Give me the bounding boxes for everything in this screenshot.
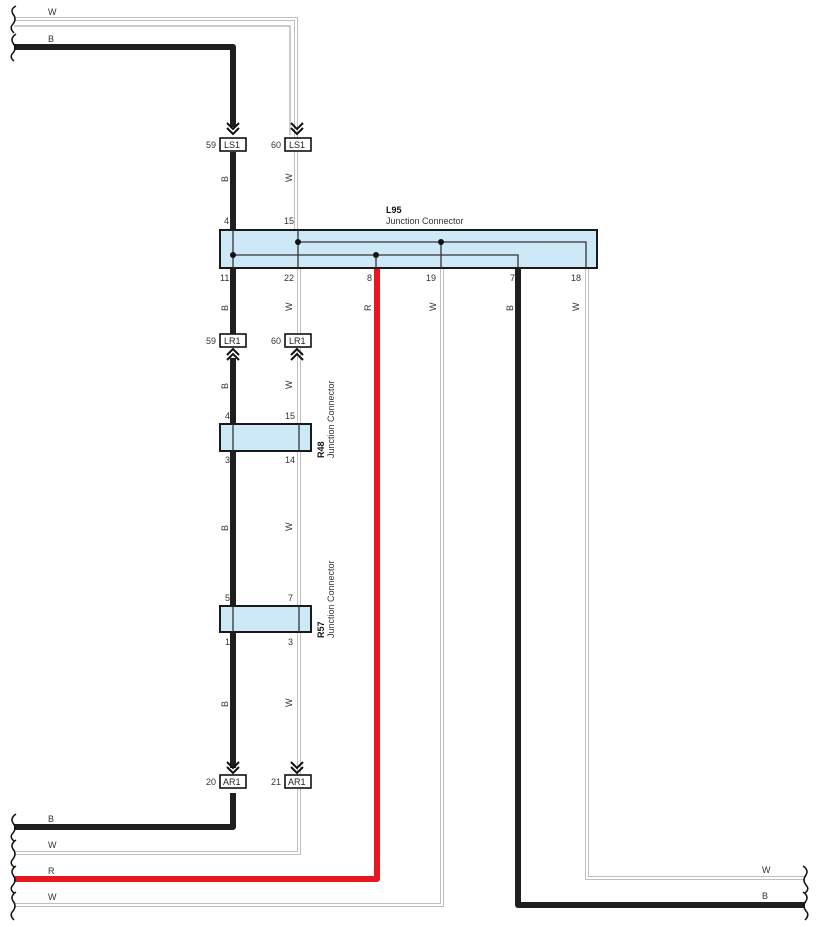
label-ls-b: B [220, 176, 230, 182]
label-l95-7: B [505, 305, 515, 311]
wire-black-pin7 [515, 268, 805, 908]
label-mid-b: B [220, 525, 230, 531]
wire-top-white [14, 17, 298, 230]
ls1-59-name: LS1 [224, 140, 240, 150]
label-l95-11: B [220, 305, 230, 311]
lr1-60-pin: 60 [271, 336, 281, 346]
l95-pin-11: 11 [220, 273, 229, 283]
l95-pin-4: 4 [224, 216, 229, 226]
l95-pin-18: 18 [571, 273, 581, 283]
label-low-w: W [284, 698, 294, 707]
wire-red-pin8 [14, 268, 380, 882]
junction-r57[interactable] [219, 605, 312, 633]
r57-pin-1: 1 [225, 637, 230, 647]
wire-w-pin22 [14, 268, 301, 855]
label-low-b: B [220, 701, 230, 707]
r48-id: R48 [316, 441, 326, 458]
wire-w-pin19 [14, 268, 444, 907]
connector-ls1-60[interactable] [284, 122, 312, 152]
label-mid-w: W [284, 522, 294, 531]
label-bottom-w2: W [48, 892, 57, 902]
label-right-b: B [762, 891, 768, 901]
continuation-brace-top-left [10, 5, 17, 62]
label-bottom-r: R [48, 866, 55, 876]
ar1-21-pin: 21 [271, 777, 281, 787]
ls1-59-pin: 59 [206, 140, 216, 150]
ls1-60-name: LS1 [289, 140, 305, 150]
r57-desc: Junction Connector [326, 560, 336, 638]
lr1-59-pin: 59 [206, 336, 216, 346]
label-bottom-w1: W [48, 840, 57, 850]
connector-ar1-20[interactable] [219, 761, 247, 789]
junction-l95[interactable] [219, 229, 598, 269]
label-lr-b: B [220, 383, 230, 389]
lr1-60-name: LR1 [289, 336, 306, 346]
label-ls-w: W [284, 173, 294, 182]
label-l95-18: W [571, 302, 581, 311]
r48-pin-3: 3 [225, 455, 230, 465]
r48-pin-4: 4 [225, 411, 230, 421]
ar1-20-name: AR1 [223, 777, 241, 787]
continuation-brace-bottom-left [10, 813, 17, 921]
connector-lr1-60[interactable] [284, 333, 312, 361]
connector-lr1-59[interactable] [219, 333, 247, 361]
label-l95-22: W [284, 302, 294, 311]
l95-pin-7: 7 [510, 273, 515, 283]
r57-pin-5: 5 [225, 593, 230, 603]
wire-top-white-inner [14, 25, 291, 135]
label-l95-19: W [428, 302, 438, 311]
l95-id: L95 [386, 205, 402, 215]
l95-pin-22: 22 [284, 273, 294, 283]
r57-pin-7: 7 [288, 593, 293, 603]
ar1-21-name: AR1 [288, 777, 306, 787]
label-top-w: W [48, 7, 57, 17]
r48-pin-14: 14 [285, 455, 295, 465]
r48-desc: Junction Connector [326, 380, 336, 458]
r57-id: R57 [316, 621, 326, 638]
l95-pin-19: 19 [426, 273, 436, 283]
label-lr-w: W [284, 380, 294, 389]
r57-pin-3: 3 [288, 637, 293, 647]
connector-ls1-59[interactable] [219, 122, 247, 152]
wire-w-pin18 [585, 268, 805, 880]
junction-r48[interactable] [219, 423, 312, 452]
lr1-59-name: LR1 [224, 336, 241, 346]
r48-pin-15: 15 [285, 411, 295, 421]
continuation-brace-bottom-right [802, 865, 809, 921]
ls1-60-pin: 60 [271, 140, 281, 150]
label-l95-8: R [363, 304, 373, 311]
wire-black-bottom [14, 793, 236, 830]
label-top-b: B [48, 34, 54, 44]
l95-pin-15: 15 [284, 216, 294, 226]
l95-pin-8: 8 [367, 273, 372, 283]
ar1-20-pin: 20 [206, 777, 216, 787]
wire-black-top [14, 44, 236, 127]
l95-desc: Junction Connector [386, 216, 464, 226]
label-right-w: W [762, 865, 771, 875]
connector-ar1-21[interactable] [284, 761, 312, 789]
label-bottom-b: B [48, 814, 54, 824]
